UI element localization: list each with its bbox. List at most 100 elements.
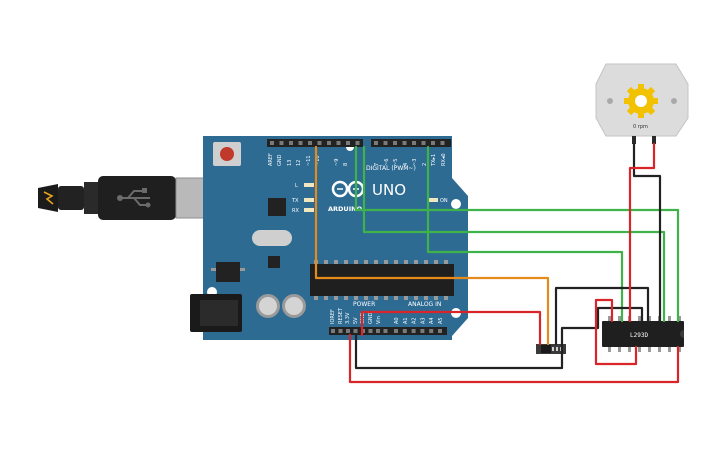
header-pin[interactable]: [412, 141, 416, 145]
wire-black[interactable]: [554, 286, 650, 346]
header-pin[interactable]: [279, 141, 284, 145]
driver-pin[interactable]: [668, 347, 671, 352]
motor-rpm-label: 0 rpm: [633, 124, 648, 130]
header-pin[interactable]: [394, 329, 398, 333]
driver-pin[interactable]: [608, 347, 611, 352]
wires[interactable]: [314, 142, 680, 384]
digital-pin-label: 12: [296, 160, 302, 166]
digital-pin-label: RX◂0: [441, 153, 447, 166]
arduino-uno-board[interactable]: L TX RX ON ARDUINO UNO DIGITAL (PWM~) AR…: [190, 136, 468, 340]
analog-pin-header[interactable]: [391, 327, 447, 335]
driver-pin[interactable]: [618, 347, 621, 352]
digital-pin-header[interactable]: [267, 139, 451, 147]
power-pin-label: 5V: [353, 317, 359, 324]
header-pin[interactable]: [429, 329, 434, 333]
header-pin[interactable]: [393, 141, 397, 145]
header-pin[interactable]: [336, 141, 341, 145]
driver-pin[interactable]: [678, 347, 681, 352]
header-pin[interactable]: [383, 329, 388, 333]
header-pin[interactable]: [338, 329, 343, 333]
wire-green[interactable]: [426, 145, 624, 323]
crystal-oscillator: [252, 230, 292, 246]
digital-pin-label: ~5: [393, 159, 399, 166]
voltage-regulator: [216, 262, 240, 282]
capacitor: [282, 294, 306, 318]
usb-interface-chip: [268, 198, 286, 216]
header-pin[interactable]: [383, 141, 388, 145]
wire-red[interactable]: [628, 142, 656, 323]
digital-pin-label: ~6: [384, 159, 390, 166]
header-pin[interactable]: [402, 329, 407, 333]
driver-pin[interactable]: [638, 347, 641, 352]
digital-pin-label: TX▸1: [431, 154, 437, 167]
reset-button[interactable]: [213, 142, 241, 166]
header-pin[interactable]: [402, 141, 407, 145]
header-pin[interactable]: [289, 141, 293, 145]
analog-pin-label: A0: [394, 317, 400, 324]
driver-pin[interactable]: [608, 316, 611, 321]
header-pin[interactable]: [331, 329, 335, 333]
wire-red[interactable]: [360, 310, 542, 346]
usb-icon: [117, 188, 151, 208]
driver-pin[interactable]: [648, 316, 651, 321]
header-pin[interactable]: [368, 329, 373, 333]
header-pin[interactable]: [270, 141, 274, 145]
header-pin[interactable]: [421, 141, 426, 145]
power-pin-label: GND: [368, 312, 374, 324]
header-pin[interactable]: [353, 329, 358, 333]
led-tx-label: TX: [291, 198, 299, 204]
analog-pin-label: A2: [412, 317, 418, 324]
driver-pin[interactable]: [628, 347, 631, 352]
analog-pin-label: A3: [420, 317, 426, 324]
analog-pin-label: A1: [403, 317, 409, 324]
smd-chip: [268, 256, 280, 268]
digital-pin-label: ~3: [412, 159, 418, 166]
power-pin-label: 3.3V: [345, 312, 351, 324]
power-pin-label: Vin: [376, 316, 382, 324]
digital-header-label: DIGITAL (PWM~): [366, 165, 416, 172]
driver-pin[interactable]: [678, 316, 681, 321]
header-pin[interactable]: [327, 141, 331, 145]
header-pin[interactable]: [438, 329, 442, 333]
digital-pin-label: GND: [277, 154, 283, 166]
wire-black[interactable]: [354, 306, 644, 370]
wire-red[interactable]: [594, 298, 638, 366]
analog-pin-label: A4: [429, 317, 435, 324]
header-pin[interactable]: [376, 329, 380, 333]
led-rx-label: RX: [292, 208, 299, 214]
header-pin[interactable]: [431, 141, 435, 145]
dc-power-jack[interactable]: [190, 294, 242, 332]
driver-pin[interactable]: [648, 347, 651, 352]
wire-green[interactable]: [362, 145, 666, 323]
led-on-label: ON: [440, 198, 448, 204]
driver-label: L293D: [630, 332, 648, 339]
l293d-motor-driver[interactable]: L293D: [602, 316, 684, 352]
header-pin[interactable]: [346, 329, 350, 333]
wire-black[interactable]: [632, 142, 662, 323]
header-pin[interactable]: [355, 141, 360, 145]
digital-pin-label: ~10: [315, 155, 321, 166]
header-pin[interactable]: [317, 141, 322, 145]
driver-pin[interactable]: [638, 316, 641, 321]
header-pin[interactable]: [308, 141, 312, 145]
brand-text: ARDUINO: [328, 205, 363, 213]
digital-pin-label: 7: [374, 163, 380, 166]
analog-header-label: ANALOG IN: [408, 301, 441, 308]
driver-pin[interactable]: [618, 316, 621, 321]
digital-pin-label: 2: [422, 163, 428, 166]
led-l-label: L: [295, 183, 298, 189]
dc-motor[interactable]: 0 rpm: [595, 63, 689, 144]
wire-orange[interactable]: [314, 145, 550, 346]
header-pin[interactable]: [440, 141, 445, 145]
header-pin[interactable]: [420, 329, 425, 333]
digital-pin-label: 13: [287, 160, 293, 166]
header-pin[interactable]: [346, 141, 350, 145]
driver-pin[interactable]: [668, 316, 671, 321]
driver-pin[interactable]: [658, 347, 661, 352]
header-pin[interactable]: [411, 329, 416, 333]
wire-green[interactable]: [354, 145, 680, 323]
wire-red[interactable]: [348, 333, 680, 384]
header-pin[interactable]: [374, 141, 378, 145]
header-pin[interactable]: [298, 141, 303, 145]
